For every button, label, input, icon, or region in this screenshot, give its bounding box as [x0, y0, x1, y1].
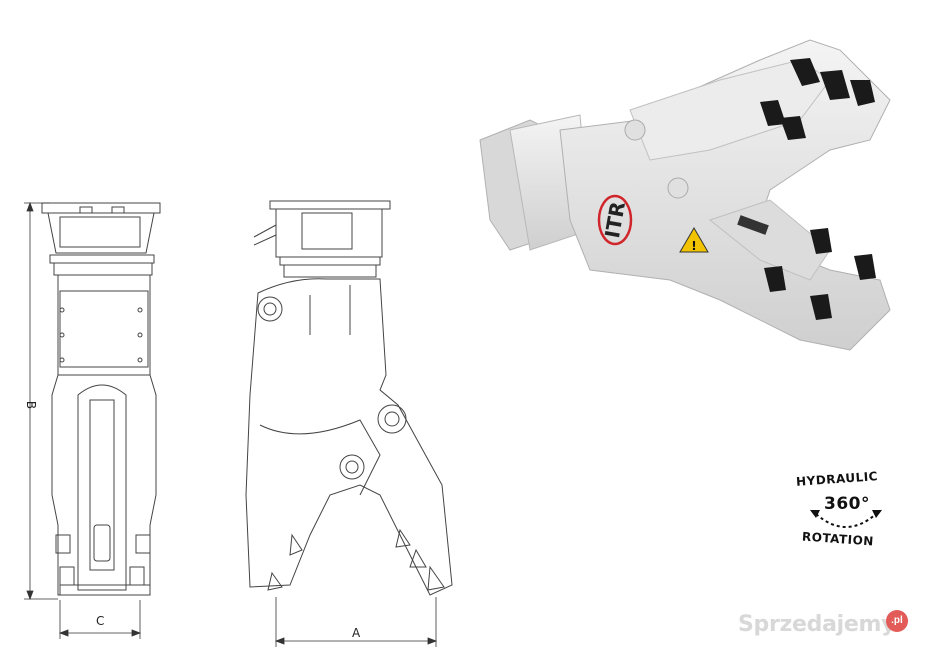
dimension-a-label: A [352, 626, 361, 640]
hydraulic-rotation-badge: HYDRAULIC 360° ROTATION [790, 469, 900, 550]
watermark-suffix: .pl [886, 610, 908, 632]
badge-line1: HYDRAULIC [795, 469, 879, 489]
watermark-text: Sprzedajemy [738, 612, 896, 637]
svg-text:!: ! [691, 239, 696, 253]
dimension-b-label: B [24, 400, 39, 410]
crusher-render: ! ITR [479, 39, 891, 351]
badge-degrees: 360° [824, 494, 870, 514]
front-view-drawing [24, 201, 161, 639]
dimension-c-label: C [96, 614, 105, 628]
rotation-arrows-icon [810, 510, 882, 528]
side-view-drawing [245, 200, 453, 647]
